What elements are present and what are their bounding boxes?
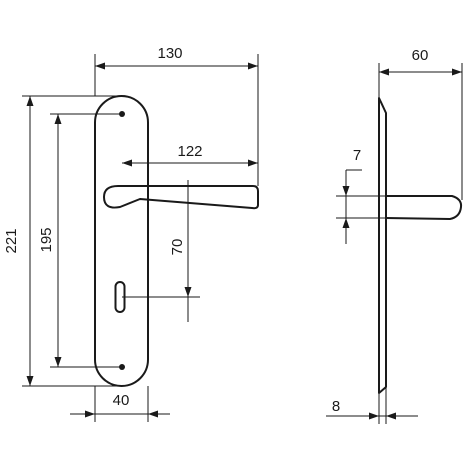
label-side-depth: 60 (412, 47, 429, 64)
dimension-plate-thickness: 8 (326, 387, 418, 424)
label-handle-thickness: 7 (353, 147, 361, 164)
lever-handle (103, 185, 259, 210)
dimension-overall-height: 221 (3, 95, 122, 387)
label-plate-thickness: 8 (332, 398, 340, 415)
dimension-overall-width: 130 (94, 45, 259, 186)
label-screw-spacing: 195 (38, 227, 55, 252)
label-overall-width: 130 (157, 45, 182, 62)
label-handle-projection: 122 (177, 143, 202, 160)
dimension-handle-to-keyhole: 70 (122, 205, 200, 322)
dimension-handle-projection: 122 (122, 143, 258, 167)
dimension-side-depth: 60 (378, 47, 463, 200)
handle-side-profile (385, 195, 463, 220)
plate-side-profile (378, 97, 387, 394)
label-handle-to-keyhole: 70 (169, 239, 186, 256)
dimension-handle-thickness: 7 (342, 147, 362, 244)
backplate-outline (94, 95, 149, 387)
front-view: 130 122 221 195 70 (3, 45, 259, 422)
label-plate-width: 40 (113, 392, 130, 409)
side-view: 60 7 8 (326, 47, 463, 424)
dimension-plate-width: 40 (70, 386, 170, 422)
dimension-screw-spacing: 195 (38, 113, 122, 368)
label-overall-height: 221 (3, 228, 20, 253)
